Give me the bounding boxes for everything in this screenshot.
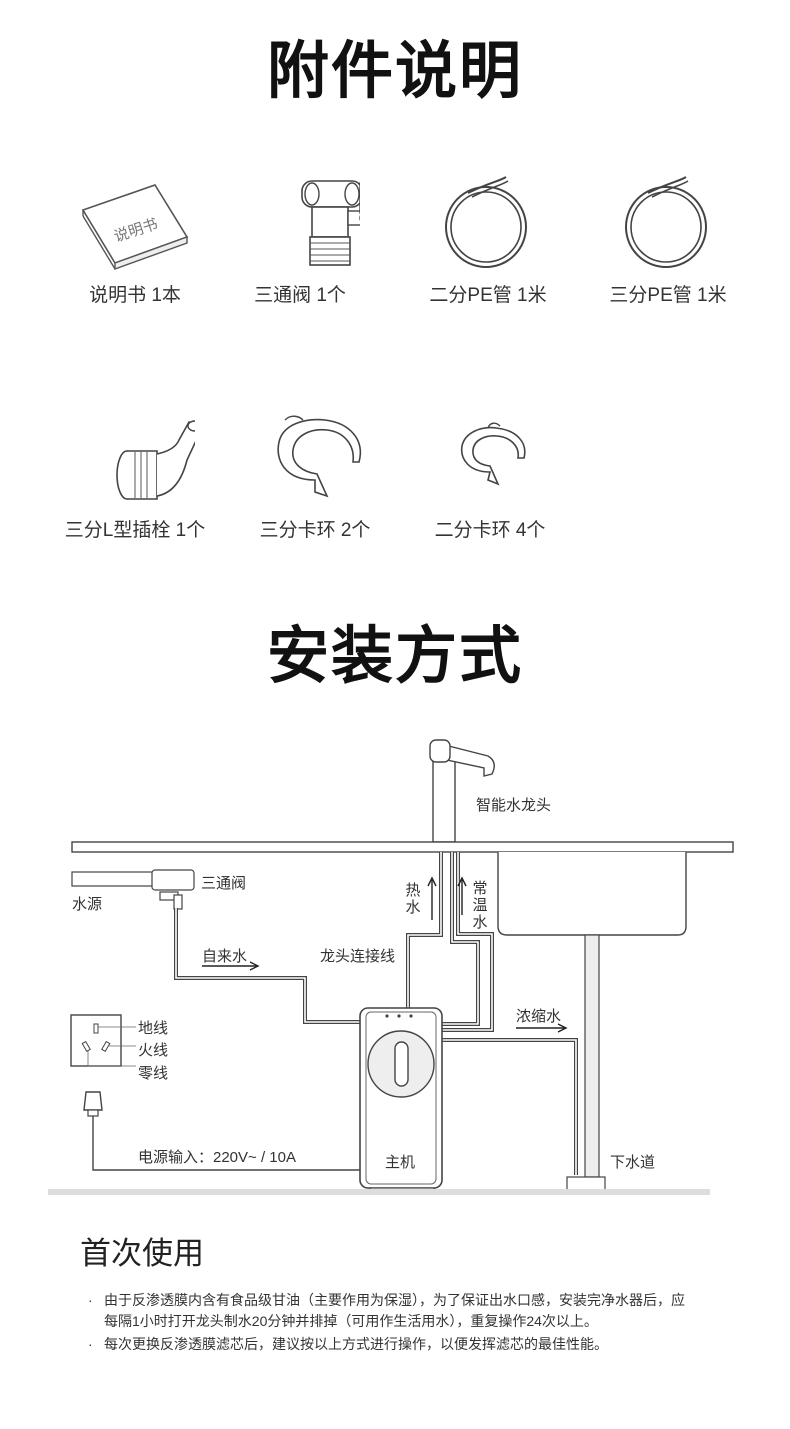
floor-line: [48, 1189, 710, 1195]
faucet-cable: [406, 852, 443, 1008]
concentrate-line: [440, 1038, 578, 1175]
note-item: · 每次更换反渗透膜滤芯后，建议按以上方式进行操作，以便发挥滤芯的最佳性能。: [88, 1334, 688, 1355]
label-faucet-cable: 龙头连接线: [320, 948, 396, 965]
accessory-l-fitting: 三分L型插栓 1个: [45, 410, 225, 542]
flow-arrows: [202, 876, 568, 1033]
water-source-pipe: [71, 871, 155, 887]
accessory-2pe-tube: 二分PE管 1米: [398, 175, 578, 307]
three-way-valve-body: [151, 869, 195, 891]
label-main-unit: 主机: [385, 1154, 416, 1171]
first-use-notes: · 由于反渗透膜内含有食品级甘油（主要作用为保湿），为了保证出水口感，安装完净水…: [88, 1290, 688, 1357]
label-power-input: 电源输入：220V~ / 10A: [138, 1149, 296, 1166]
accessory-3-clip-ring: 三分卡环 2个: [225, 410, 405, 542]
main-unit-icon: [359, 1007, 443, 1195]
label-normal-water: 常温水: [472, 880, 488, 931]
label-ground: 地线: [138, 1020, 169, 1037]
accessory-caption: 说明书 1本: [89, 285, 181, 306]
countertop: [71, 841, 734, 853]
accessory-manual: 说明书 说明书 1本: [45, 175, 225, 307]
first-use-title: 首次使用: [80, 1236, 204, 1271]
label-hot-water: 热水: [405, 882, 421, 916]
installation-diagram: [48, 739, 734, 1195]
label-live: 火线: [138, 1042, 169, 1059]
clip-ring-icon: [460, 422, 526, 486]
power-plug-icon: [83, 1091, 103, 1117]
label-drain: 下水道: [610, 1154, 656, 1171]
note-text: 每次更换反渗透膜滤芯后，建议按以上方式进行操作，以便发挥滤芯的最佳性能。: [104, 1336, 608, 1352]
accessories-title: 附件说明: [266, 37, 523, 106]
label-water-source: 水源: [72, 896, 103, 913]
power-socket-icon: [70, 1014, 136, 1067]
three-way-valve-icon: [301, 180, 360, 266]
drain-pipe: [584, 934, 600, 1178]
tube-coil-icon: [625, 176, 707, 268]
label-three-way-valve: 三通阀: [201, 875, 247, 892]
accessory-3pe-tube: 三分PE管 1米: [578, 175, 758, 307]
smart-faucet-icon: [429, 739, 495, 843]
accessory-caption: 三分PE管 1米: [609, 285, 727, 306]
accessory-caption: 二分PE管 1米: [429, 285, 547, 306]
power-cord: [92, 1116, 360, 1171]
install-title: 安装方式: [266, 622, 523, 691]
accessory-caption: 三分卡环 2个: [259, 520, 371, 541]
label-faucet: 智能水龙头: [476, 797, 552, 814]
drain-base: [566, 1176, 606, 1191]
accessory-2-clip-ring: 二分卡环 4个: [400, 410, 580, 542]
accessory-caption: 三分L型插栓 1个: [64, 520, 206, 541]
label-tap-water: 自来水: [202, 948, 248, 965]
label-neutral: 零线: [138, 1065, 169, 1082]
accessory-caption: 三通阀 1个: [254, 285, 346, 306]
label-concentrate: 浓缩水: [516, 1008, 562, 1025]
bullet-dot: ·: [88, 1292, 93, 1308]
bullet-dot: ·: [88, 1336, 93, 1352]
clip-ring-icon: [277, 415, 362, 498]
manual-booklet-icon: 说明书: [81, 184, 189, 270]
note-item: · 由于反渗透膜内含有食品级甘油（主要作用为保湿），为了保证出水口感，安装完净水…: [88, 1290, 688, 1332]
accessory-caption: 二分卡环 4个: [434, 520, 546, 541]
tube-coil-icon: [445, 176, 527, 268]
accessory-three-way-valve: 三通阀 1个: [210, 175, 390, 307]
l-fitting-icon: [116, 420, 195, 500]
sink-basin: [497, 852, 687, 936]
note-text: 由于反渗透膜内含有食品级甘油（主要作用为保湿），为了保证出水口感，安装完净水器后…: [104, 1292, 685, 1329]
